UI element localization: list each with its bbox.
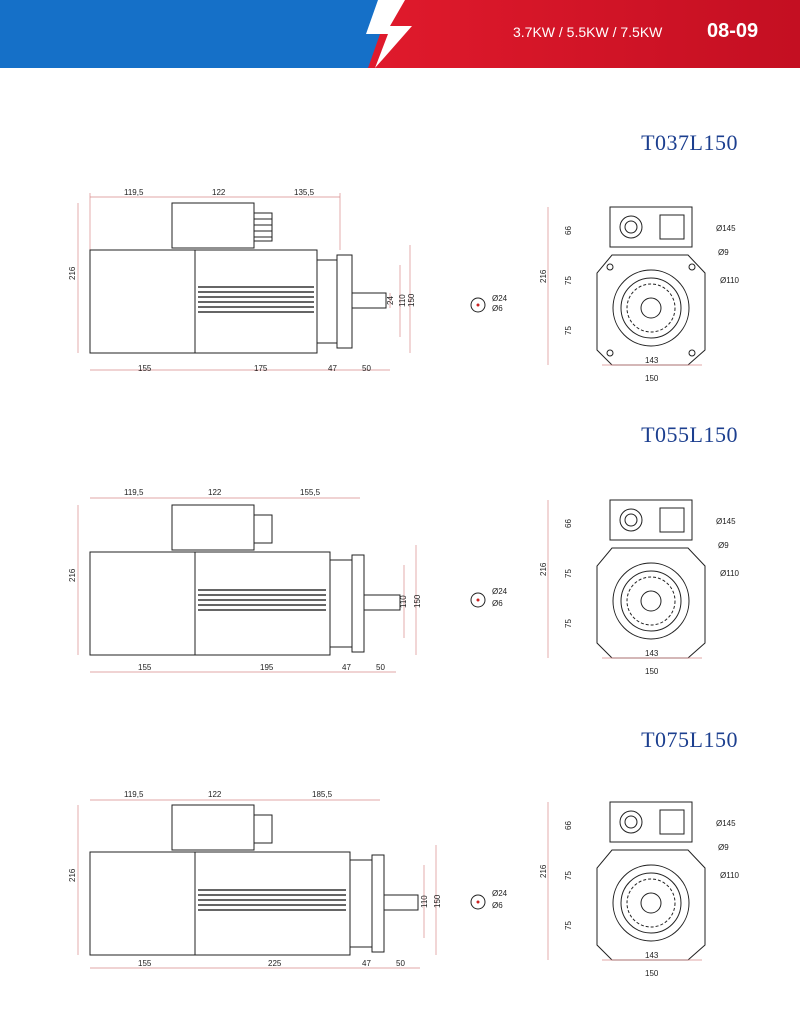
dimension-label: 150: [413, 594, 422, 608]
dimension-label: 75: [564, 921, 573, 930]
dimension-label: 47: [362, 959, 371, 968]
power-range: 3.7KW / 5.5KW / 7.5KW: [513, 24, 663, 40]
front-view: 66 216 75 75 Ø145 Ø9 Ø110 143 150: [539, 801, 740, 978]
model-title: T055L150: [641, 422, 738, 447]
dimension-label: Ø6: [492, 599, 503, 608]
dim-right-2: 110: [398, 294, 407, 307]
dimension-label: 216: [68, 568, 77, 582]
shaft-end-view: Ø24 Ø6: [470, 889, 508, 910]
dimension-label: 66: [564, 519, 573, 528]
dim-left-2: 216: [539, 269, 548, 283]
drawing-group: 119,5 122 185,5 216 155 225 47 50 110 15…: [0, 770, 800, 1020]
dim-top-2: 122: [212, 188, 226, 197]
dimension-label: Ø9: [718, 541, 729, 550]
dim-bottom-3: 47: [328, 364, 337, 373]
dim-right-110: Ø110: [720, 276, 740, 285]
dim-right-1: 24: [386, 296, 395, 305]
dimension-label: Ø9: [718, 843, 729, 852]
dim-left-4: 75: [564, 326, 573, 335]
dim-bottom-150: 150: [645, 374, 659, 383]
shaft-end-view: Ø24 Ø6: [470, 294, 508, 313]
dimension-label: 185,5: [312, 790, 333, 799]
dimension-label: 66: [564, 821, 573, 830]
shaft-key: Ø6: [492, 304, 503, 313]
dimension-label: 150: [645, 667, 659, 676]
front-view: 66 216 75 75 Ø145 Ø9 Ø110 143 150: [539, 499, 740, 676]
shaft-diameter: Ø24: [492, 294, 508, 303]
side-view: 119,5 122 135,5 216 155 175 47 50 24 110: [68, 188, 416, 373]
dimension-label: Ø145: [716, 819, 736, 828]
page-numbers: 08-09: [707, 20, 759, 42]
dimension-label: 225: [268, 959, 282, 968]
dim-right-3: 150: [407, 293, 416, 307]
dimension-label: 50: [376, 663, 385, 672]
dimension-label: 122: [208, 488, 222, 497]
dim-left-1: 66: [564, 226, 573, 235]
dimension-label: 119,5: [124, 790, 144, 799]
dimension-label: 155,5: [300, 488, 321, 497]
dim-bottom-4: 50: [362, 364, 371, 373]
dimension-label: Ø110: [720, 569, 740, 578]
dimension-label: 216: [539, 864, 548, 878]
dim-top-1: 119,5: [124, 188, 144, 197]
dim-bottom-1: 155: [138, 364, 152, 373]
dim-bottom-143: 143: [645, 356, 659, 365]
dimension-label: 216: [539, 562, 548, 576]
front-view: 66 216 75 75 Ø145 Ø9 Ø110 143 150: [539, 206, 740, 383]
dimension-label: Ø145: [716, 517, 736, 526]
dim-left-3: 75: [564, 276, 573, 285]
dimension-label: 150: [645, 969, 659, 978]
dimension-label: 195: [260, 663, 274, 672]
dimension-label: Ø24: [492, 587, 508, 596]
dim-top-3: 135,5: [294, 188, 315, 197]
dimension-label: 75: [564, 871, 573, 880]
model-title: T037L150: [641, 130, 738, 155]
dimension-label: 150: [433, 894, 442, 908]
lightning-bolt-icon: [366, 0, 412, 68]
dimension-label: 122: [208, 790, 222, 799]
dimension-label: Ø6: [492, 901, 503, 910]
model-title: T075L150: [641, 727, 738, 752]
dimension-label: 75: [564, 569, 573, 578]
dim-bottom-2: 175: [254, 364, 268, 373]
dimension-label: 110: [420, 895, 429, 908]
dimension-label: Ø24: [492, 889, 508, 898]
header-banner: [0, 0, 800, 68]
dimension-label: 110: [399, 595, 408, 608]
dim-height: 216: [68, 266, 77, 280]
dim-right-9: Ø9: [718, 248, 729, 257]
dimension-label: 143: [645, 951, 659, 960]
drawing-group: 119,5 122 155,5 216 155 195 47 50 110 15…: [0, 470, 800, 720]
dim-right-145: Ø145: [716, 224, 736, 233]
dimension-label: 75: [564, 619, 573, 628]
dimension-label: 119,5: [124, 488, 144, 497]
dimension-label: 50: [396, 959, 405, 968]
side-view: 119,5 122 185,5 216 155 225 47 50 110 15…: [68, 790, 442, 969]
side-view: 119,5 122 155,5 216 155 195 47 50 110 15…: [68, 488, 422, 673]
dimension-label: 216: [68, 868, 77, 882]
drawing-group: 119,5 122 135,5 216 155 175 47 50 24 110: [0, 175, 800, 425]
dimension-label: Ø110: [720, 871, 740, 880]
dimension-label: 143: [645, 649, 659, 658]
dimension-label: 155: [138, 959, 152, 968]
dimension-label: 155: [138, 663, 152, 672]
shaft-end-view: Ø24 Ø6: [470, 587, 508, 608]
dimension-label: 47: [342, 663, 351, 672]
